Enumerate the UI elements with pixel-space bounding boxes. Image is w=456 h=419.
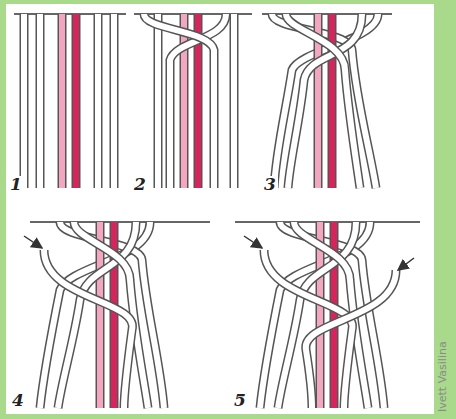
step-number: 2 xyxy=(132,176,148,193)
step-number: 3 xyxy=(262,176,278,193)
step-number: 5 xyxy=(232,392,248,409)
step-number: 1 xyxy=(8,176,24,193)
watermark: Ivett Vasilina xyxy=(437,341,448,412)
step-number: 4 xyxy=(10,392,26,409)
